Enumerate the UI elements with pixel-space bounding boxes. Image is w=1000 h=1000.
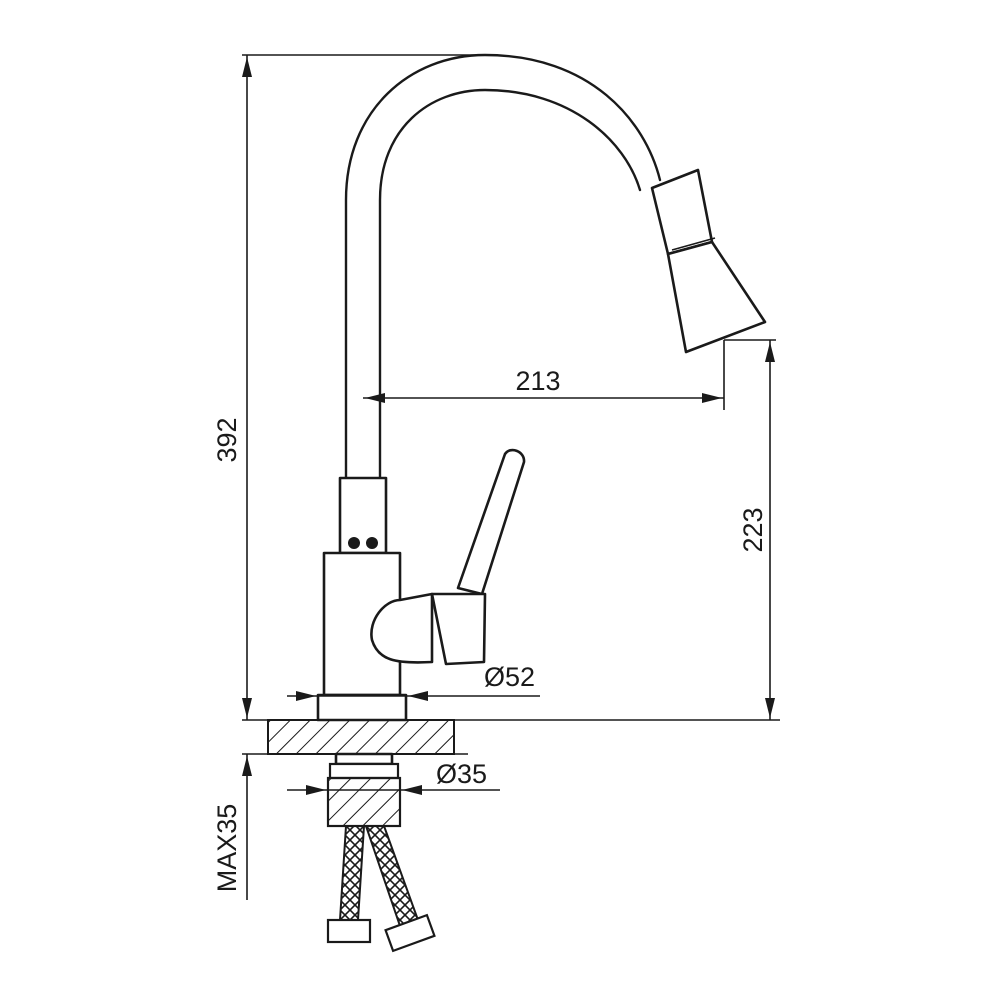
label-spout-height: 223 (738, 507, 768, 552)
dimension-shank-diameter: Ø35 (287, 759, 500, 795)
label-spout-reach: 213 (515, 366, 560, 396)
faucet-body (316, 551, 434, 722)
mounting-shank (326, 752, 402, 828)
supply-hoses (326, 825, 436, 953)
dimension-spout-reach: 213 (363, 340, 725, 410)
hose-nut-left (326, 918, 372, 944)
dimension-base-diameter: Ø52 (287, 662, 540, 701)
label-max-countertop: MAX35 (212, 804, 242, 893)
lever-handle (430, 448, 526, 666)
spout-collar (338, 476, 388, 555)
countertop-section (242, 719, 780, 755)
spout (344, 53, 662, 482)
spray-head (650, 168, 767, 354)
label-base-diameter: Ø52 (484, 662, 535, 692)
hose-nut-right (384, 913, 436, 953)
dimension-max-countertop: MAX35 (212, 754, 252, 900)
dimension-total-height: 392 (212, 54, 485, 720)
label-shank-diameter: Ø35 (436, 759, 487, 789)
dimension-spout-height: 223 (724, 339, 776, 720)
label-total-height: 392 (212, 417, 242, 462)
